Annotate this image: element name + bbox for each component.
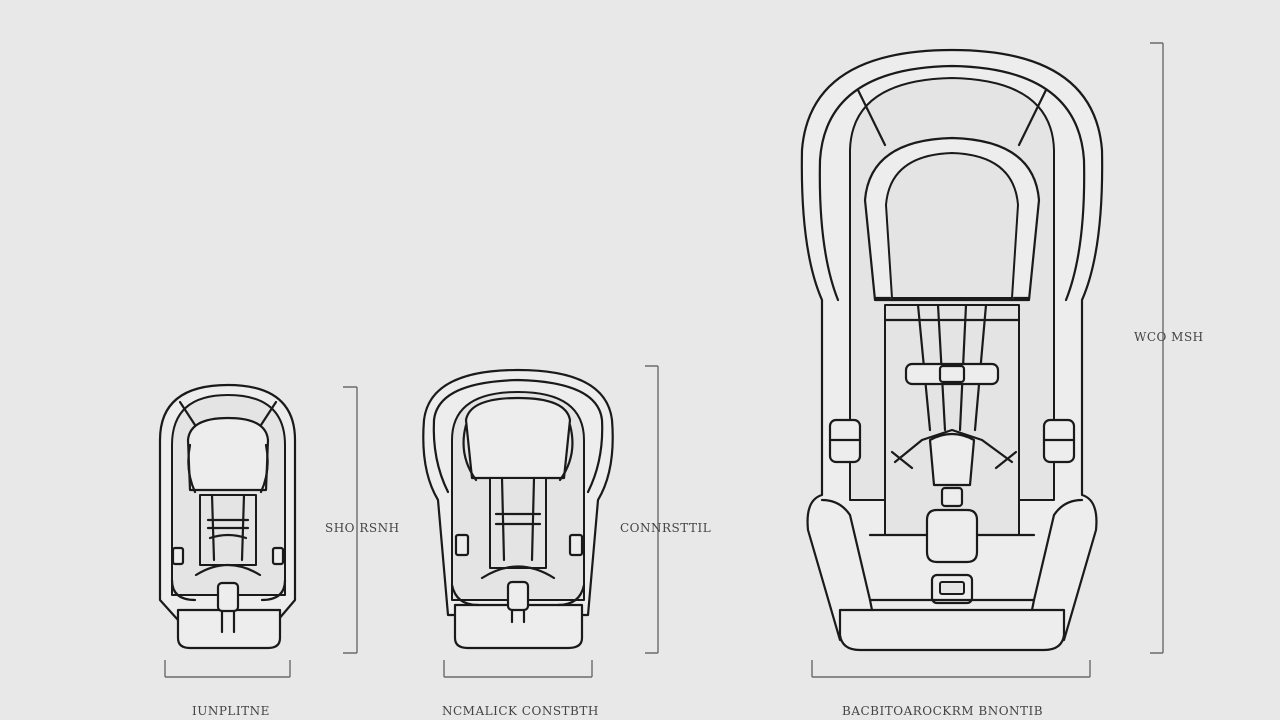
infant-height-label: SHO RSNH	[325, 521, 400, 535]
booster-seat-illustration	[800, 48, 1104, 652]
convertible-width-label: NCMALICK CONSTBTH	[442, 704, 599, 718]
infant-seat-illustration	[158, 383, 297, 650]
convertible-dimension-lines	[443, 365, 659, 678]
booster-height-label: WCO MSH	[1134, 330, 1204, 344]
booster-width-label: BACBITOAROCKRM BNONTIB	[842, 704, 1044, 718]
convertible-height-label: CONNRSTTIL	[620, 521, 712, 535]
convertible-seat-illustration	[422, 368, 614, 650]
infant-dimension-lines	[164, 386, 358, 678]
infant-width-label: IUNPLITNE	[192, 704, 270, 718]
booster-dimension-lines	[811, 42, 1164, 678]
